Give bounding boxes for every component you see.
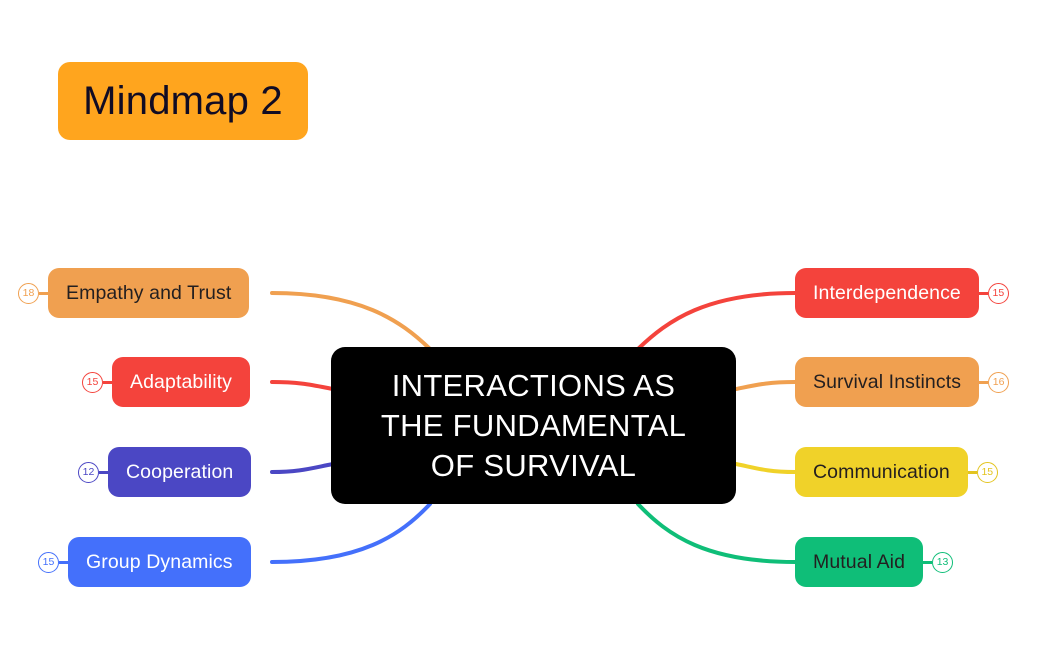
badge-stub-empathy-and-trust — [39, 291, 48, 295]
chip-label-mutual-aid: Mutual Aid — [813, 550, 906, 573]
connector-group-dynamics — [270, 502, 432, 564]
badge-group-cooperation: 12 — [78, 461, 108, 483]
badge-group-communication: 15 — [967, 461, 998, 483]
chip-group-dynamics[interactable]: Group Dynamics — [68, 537, 251, 587]
chip-label-group-dynamics: Group Dynamics — [86, 550, 233, 573]
branch-adaptability[interactable]: 15 Adaptability — [82, 357, 251, 407]
connector-communication — [734, 462, 797, 474]
connector-interdependence — [636, 291, 797, 351]
branch-cooperation[interactable]: 12 Cooperation — [78, 447, 252, 497]
chip-label-survival-instincts: Survival Instincts — [813, 370, 962, 393]
branch-interdependence[interactable]: Interdependence 15 — [795, 268, 1009, 318]
badge-group-dynamics: 15 — [38, 551, 59, 573]
badge-value-communication: 15 — [981, 465, 994, 478]
connector-adaptability — [270, 380, 335, 391]
badge-communication: 15 — [976, 461, 998, 483]
badge-group-adaptability: 15 — [82, 371, 112, 393]
branch-group-dynamics[interactable]: 15 Group Dynamics — [38, 537, 251, 587]
badge-value-mutual-aid: 13 — [936, 555, 949, 568]
badge-stub-group-dynamics — [59, 560, 68, 564]
chip-survival-instincts[interactable]: Survival Instincts — [795, 357, 980, 407]
chip-label-communication: Communication — [813, 460, 950, 483]
chip-communication[interactable]: Communication — [795, 447, 968, 497]
chip-label-interdependence: Interdependence — [813, 281, 961, 304]
badge-stub-interdependence — [978, 291, 988, 295]
chip-mutual-aid[interactable]: Mutual Aid — [795, 537, 924, 587]
chip-cooperation[interactable]: Cooperation — [108, 447, 252, 497]
chip-label-empathy-and-trust: Empathy and Trust — [66, 281, 232, 304]
badge-value-cooperation: 12 — [82, 465, 95, 478]
badge-adaptability: 15 — [82, 371, 103, 393]
badge-group-empathy-and-trust: 18 — [18, 282, 48, 304]
badge-group-interdependence: 15 — [978, 282, 1009, 304]
badge-value-interdependence: 15 — [992, 286, 1005, 299]
badge-interdependence: 15 — [987, 282, 1009, 304]
badge-stub-mutual-aid — [923, 560, 933, 564]
badge-value-adaptability: 15 — [86, 375, 99, 388]
badge-value-empathy-and-trust: 18 — [22, 286, 35, 299]
badge-value-group-dynamics: 15 — [42, 555, 55, 568]
central-topic-line-1: INTERACTIONS AS — [391, 367, 676, 403]
badge-group-group-dynamics: 15 — [38, 551, 68, 573]
badge-group-survival-instincts: 16 — [979, 371, 1010, 393]
chip-interdependence[interactable]: Interdependence — [795, 268, 979, 318]
mindmap-title-chip[interactable]: Mindmap 2 — [58, 62, 308, 140]
mindmap-title-label: Mindmap 2 — [83, 78, 283, 123]
central-topic-line-3: OF SURVIVAL — [430, 447, 637, 483]
badge-survival-instincts: 16 — [988, 371, 1010, 393]
connector-empathy-and-trust — [270, 291, 432, 351]
badge-stub-adaptability — [103, 380, 112, 384]
central-topic-line-2: THE FUNDAMENTAL — [380, 407, 687, 443]
badge-stub-cooperation — [99, 470, 108, 474]
chip-adaptability[interactable]: Adaptability — [112, 357, 251, 407]
connector-cooperation — [270, 462, 335, 474]
badge-group-mutual-aid: 13 — [923, 551, 954, 573]
badge-stub-communication — [967, 470, 977, 474]
branch-survival-instincts[interactable]: Survival Instincts 16 — [795, 357, 1010, 407]
badge-stub-survival-instincts — [979, 380, 989, 384]
chip-label-adaptability: Adaptability — [130, 370, 233, 393]
badge-empathy-and-trust: 18 — [18, 282, 39, 304]
badge-value-survival-instincts: 16 — [992, 375, 1005, 388]
chip-empathy-and-trust[interactable]: Empathy and Trust — [48, 268, 250, 318]
chip-label-cooperation: Cooperation — [126, 460, 234, 483]
branch-empathy-and-trust[interactable]: 18 Empathy and Trust — [18, 268, 250, 318]
connector-survival-instincts — [734, 380, 797, 391]
connector-mutual-aid — [636, 502, 797, 564]
branch-communication[interactable]: Communication 15 — [795, 447, 998, 497]
central-topic-node[interactable]: INTERACTIONS AS THE FUNDAMENTAL OF SURVI… — [331, 347, 736, 504]
branch-mutual-aid[interactable]: Mutual Aid 13 — [795, 537, 954, 587]
badge-cooperation: 12 — [78, 461, 99, 483]
badge-mutual-aid: 13 — [932, 551, 954, 573]
